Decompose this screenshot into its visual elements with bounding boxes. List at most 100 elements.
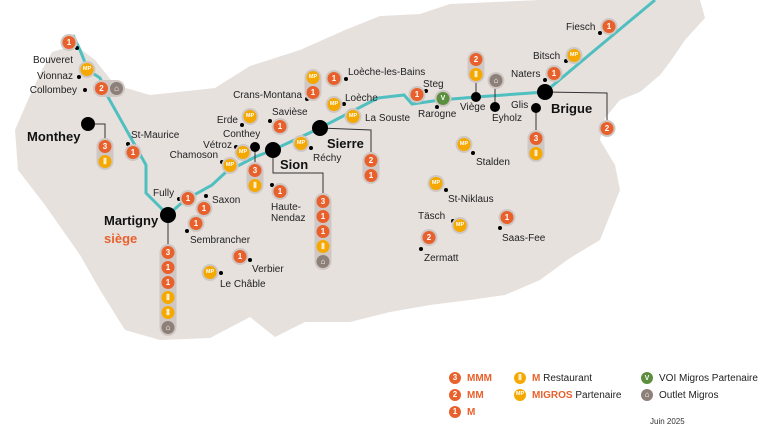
store-badges-saxon[interactable]: 1: [195, 200, 213, 217]
store-badges-steg[interactable]: 1: [408, 86, 426, 103]
place-label-sierre[interactable]: Sierre: [327, 137, 364, 151]
place-label-conthey[interactable]: Conthey: [223, 129, 260, 140]
store-badges-saviese[interactable]: 1: [271, 118, 289, 135]
place-label-collombey[interactable]: Collombey: [30, 85, 77, 96]
store-badges-bouveret-top[interactable]: 1: [60, 34, 78, 51]
place-label-saxon[interactable]: Saxon: [212, 195, 240, 206]
store-badges-loeche[interactable]: MP: [325, 96, 343, 113]
place-label-loeche-les-bains[interactable]: Loèche-les-Bains: [348, 67, 425, 78]
place-label-bouveret[interactable]: Bouveret: [33, 55, 73, 66]
valais-region-shape: [15, 0, 705, 340]
store-badges-verbier[interactable]: 1: [231, 248, 249, 265]
place-label-eyholz[interactable]: Eyholz: [492, 113, 522, 124]
place-label-rarogne[interactable]: Rarogne: [418, 109, 456, 120]
place-label-saas-fee[interactable]: Saas-Fee: [502, 233, 545, 244]
place-label-stalden[interactable]: Stalden: [476, 157, 510, 168]
town-dot: [185, 229, 189, 233]
store-badges-bitsch[interactable]: MP: [565, 47, 583, 64]
town-dot: [240, 123, 244, 127]
migros-partner-icon: MP: [223, 159, 237, 172]
place-label-vionnaz[interactable]: Vionnaz: [37, 71, 73, 82]
place-label-st-maurice[interactable]: St-Maurice: [131, 130, 179, 141]
place-label-la-souste[interactable]: La Souste: [365, 113, 410, 124]
place-label-bitsch[interactable]: Bitsch: [533, 51, 560, 62]
place-label-st-niklaus[interactable]: St-Niklaus: [448, 194, 494, 205]
badge-1-icon: 1: [62, 36, 76, 49]
place-label-verbier[interactable]: Verbier: [252, 264, 284, 275]
place-name: Viège: [460, 102, 486, 113]
place-label-monthey[interactable]: Monthey: [27, 130, 80, 144]
place-label-loeche[interactable]: Loèche: [345, 93, 378, 104]
town-dot: [419, 247, 423, 251]
store-badges-loeche-les-bains[interactable]: 1: [325, 70, 343, 87]
store-badges-chamoson[interactable]: MP: [221, 157, 239, 174]
store-badges-fully[interactable]: 1: [179, 190, 197, 207]
place-label-erde[interactable]: Erde: [217, 115, 238, 126]
legend-outlet: ⌂Outlet Migros: [641, 389, 718, 401]
place-label-viege[interactable]: Viège: [460, 102, 485, 113]
town-dot: [219, 271, 223, 275]
store-badges-st-maurice[interactable]: 1: [124, 144, 142, 161]
restaurant-icon: Ⅱ: [469, 68, 483, 81]
place-label-haute-nendaz[interactable]: Haute-Nendaz: [271, 202, 305, 224]
place-label-rechy[interactable]: Réchy: [313, 153, 341, 164]
place-name: Bitsch: [533, 51, 561, 62]
store-badges-erde[interactable]: MP: [241, 108, 259, 125]
place-label-chamoson[interactable]: Chamoson: [170, 150, 218, 161]
store-badges-fiesch[interactable]: 1: [600, 18, 618, 35]
place-name: Rarogne: [418, 109, 457, 120]
place-label-steg[interactable]: Steg: [423, 79, 444, 90]
store-badges-le-chable[interactable]: MP: [201, 264, 219, 281]
badge-1-icon: 1: [126, 146, 140, 159]
place-label-zermatt[interactable]: Zermatt: [424, 253, 458, 264]
place-label-sion[interactable]: Sion: [280, 158, 308, 172]
place-label-brigue[interactable]: Brigue: [551, 102, 592, 116]
place-name: Sierre: [327, 136, 364, 151]
store-badges-sembrancher[interactable]: 1: [187, 215, 205, 232]
place-label-fully[interactable]: Fully: [153, 188, 174, 199]
place-label-sembrancher[interactable]: Sembrancher: [190, 235, 250, 246]
store-badges-brigue[interactable]: 2: [598, 120, 616, 137]
place-label-le-chable[interactable]: Le Châble: [220, 279, 266, 290]
store-badges-saas-fee[interactable]: 1: [498, 209, 516, 226]
store-badges-la-souste[interactable]: MP: [344, 108, 362, 125]
store-badges-vetroz[interactable]: MP: [234, 144, 252, 161]
badge-2-icon: 2: [422, 231, 436, 244]
store-badges-collombey[interactable]: 2⌂: [93, 80, 125, 97]
place-label-martigny[interactable]: Martigny: [104, 214, 158, 228]
store-badges-zermatt[interactable]: 2: [420, 229, 438, 246]
store-badges-rarogne[interactable]: V: [434, 90, 452, 107]
place-label-saviese[interactable]: Savièse: [272, 107, 308, 118]
legend-accent: M: [532, 372, 541, 384]
place-label-fiesch[interactable]: Fiesch: [566, 22, 595, 33]
place-label-naters[interactable]: Naters: [511, 69, 540, 80]
place-label-vetroz[interactable]: Vétroz: [203, 140, 232, 151]
store-badges-tasch[interactable]: MP: [451, 217, 469, 234]
store-badges-eyholz[interactable]: ⌂: [487, 72, 505, 89]
place-name: Loèche: [345, 93, 378, 104]
place-name: Crans-Montana: [233, 90, 302, 101]
headquarters-label: siège: [104, 231, 138, 246]
store-badges-naters[interactable]: 1: [545, 65, 563, 82]
town-dot: [248, 258, 252, 262]
place-name: Erde: [216, 115, 238, 126]
place-label-crans-montana[interactable]: Crans-Montana: [233, 90, 302, 101]
town-dot: [444, 188, 448, 192]
store-badges-stalden[interactable]: MP: [455, 136, 473, 153]
place-label-tasch[interactable]: Täsch: [418, 211, 445, 222]
store-badges-haute-nendaz[interactable]: 1: [271, 183, 289, 200]
place-label-glis[interactable]: Glis: [511, 100, 528, 111]
store-badges-rechy[interactable]: MP: [292, 135, 310, 152]
place-name: Brigue: [551, 101, 593, 116]
store-badges-bouveret[interactable]: MP: [78, 61, 96, 78]
store-badges-st-niklaus[interactable]: MP: [427, 175, 445, 192]
